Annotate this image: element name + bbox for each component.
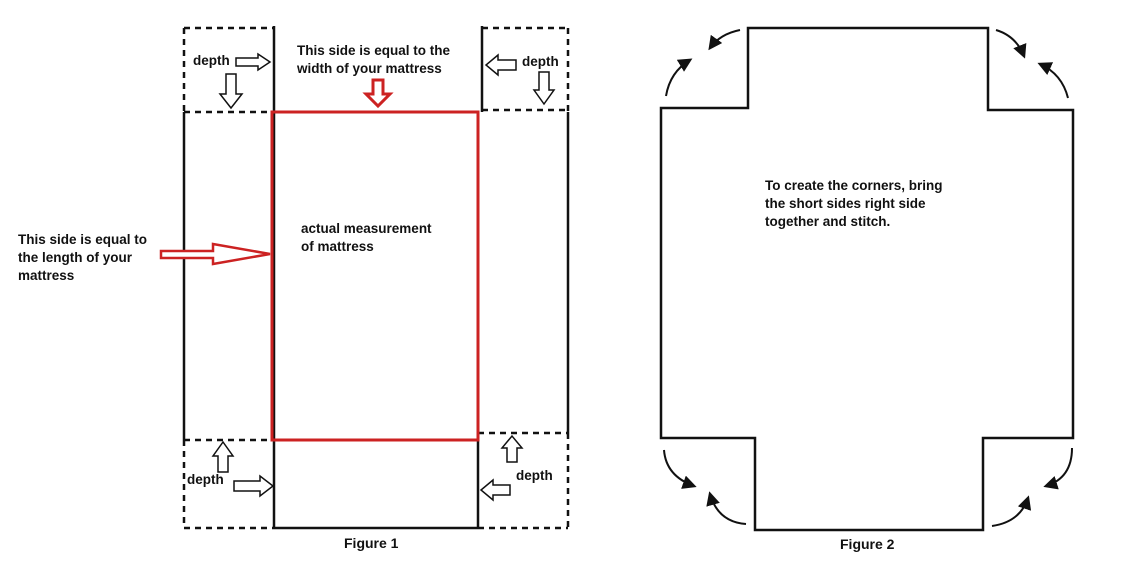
- instructions-line-1: To create the corners, bring: [765, 178, 943, 193]
- depth-label-bottom-right: depth: [516, 468, 553, 483]
- depth-arrows: [211, 52, 556, 502]
- figure-1-caption: Figure 1: [344, 535, 399, 551]
- depth-label-bottom-left: depth: [187, 472, 224, 487]
- width-arrow: [362, 78, 394, 109]
- width-note-line-1: This side is equal to the: [297, 43, 451, 58]
- length-note-line-2: the length of your: [18, 250, 133, 265]
- length-note-line-1: This side is equal to: [18, 232, 147, 247]
- fabric-outline: [182, 26, 570, 530]
- instructions-line-2: the short sides right side: [765, 196, 926, 211]
- depth-label-top-right: depth: [522, 54, 559, 69]
- figure-2: To create the corners, bring the short s…: [659, 26, 1075, 552]
- length-arrow: [159, 242, 271, 266]
- width-note-line-2: width of your mattress: [296, 61, 442, 76]
- mattress-outline: [270, 110, 480, 442]
- figure-2-caption: Figure 2: [840, 536, 895, 552]
- cross-pattern-outline: [659, 26, 1075, 532]
- depth-label-top-left: depth: [193, 53, 230, 68]
- instructions-line-3: together and stitch.: [765, 214, 890, 229]
- figure-1: This side is equal to the width of your …: [18, 26, 570, 551]
- length-note-line-3: mattress: [18, 268, 74, 283]
- corner-fold-arrows: [663, 29, 1073, 527]
- center-label-line-1: actual measurement: [301, 221, 432, 236]
- center-label-line-2: of mattress: [301, 239, 374, 254]
